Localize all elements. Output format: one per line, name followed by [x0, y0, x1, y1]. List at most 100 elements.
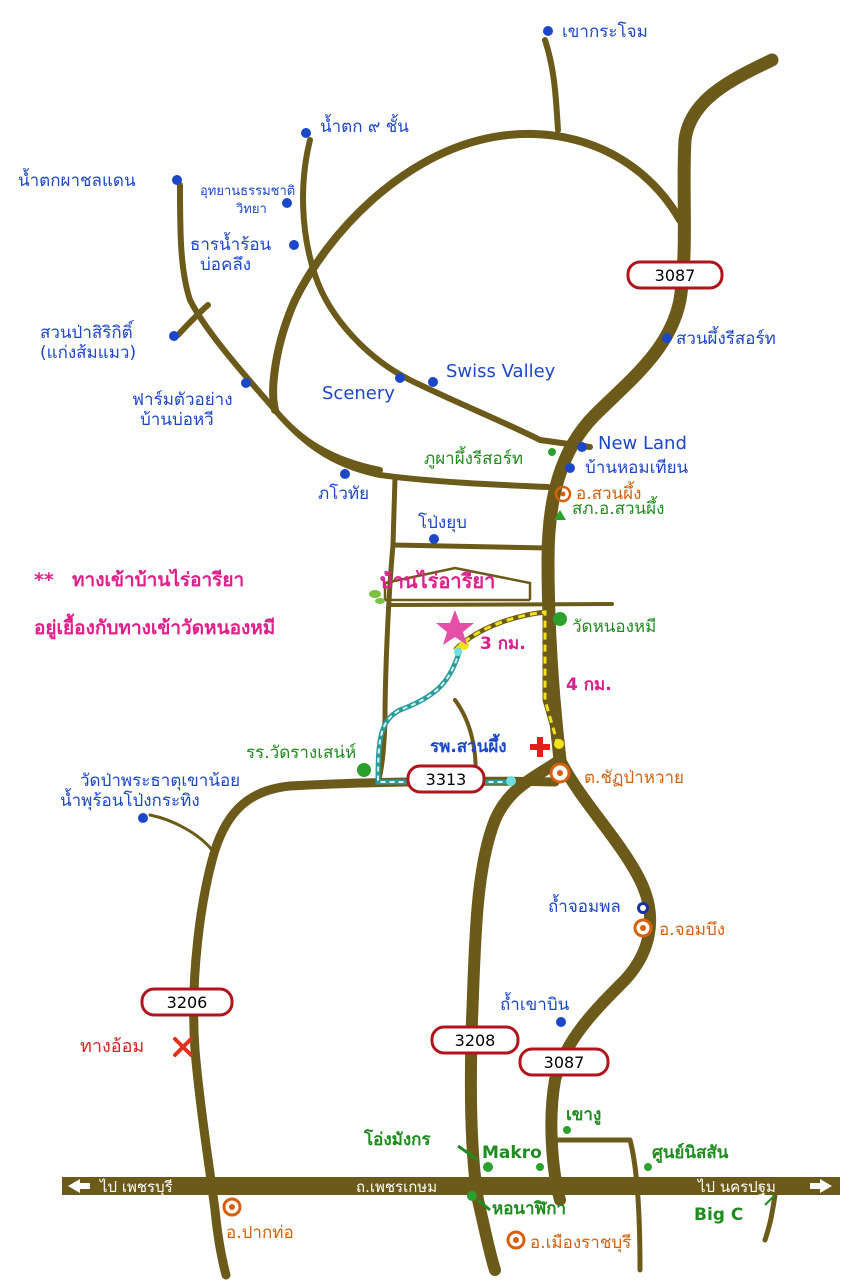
- marker-farm: [241, 378, 251, 388]
- route-point-teal-1: [454, 648, 462, 656]
- label-uthayan-1: อุทยานธรรมชาติ: [200, 184, 295, 199]
- marker-suanphueng-resort: [662, 333, 672, 343]
- label-wat-khaonoi-1: วัดป่าพระธาตุเขาน้อย: [80, 771, 240, 791]
- road-3313: [210, 776, 560, 855]
- label-phachalaen: น้ำตกผาชลแดน: [18, 168, 136, 191]
- label-khao-ngu: เขางู: [566, 1105, 601, 1126]
- label-khao-krajom: เขากระโจม: [562, 21, 648, 42]
- marker-clock-tower: [467, 1191, 477, 1201]
- highway-badge-3206: 3206: [140, 987, 234, 1017]
- label-school: รร.วัดรางเสน่ห์: [246, 743, 356, 763]
- route-yellow-3km: [453, 609, 561, 746]
- label-wat-khaonoi-2: น้ำพุร้อนโป่งกระทิง: [60, 788, 200, 811]
- label-hospital: รพ.สวนผึ้ง: [430, 733, 507, 757]
- road-bigc: [762, 1192, 778, 1243]
- phetkasem-road: [62, 1177, 840, 1195]
- resort-star-icon: [436, 610, 474, 645]
- route-point-yellow-2: [554, 739, 564, 749]
- district-markers: [222, 485, 653, 1250]
- marker-phupha: [548, 448, 556, 456]
- note-entrance-line2: อยู่เยื้องกับทางเข้าวัดหนองหมี: [34, 613, 275, 640]
- marker-police: [554, 510, 566, 520]
- label-hotspring-1: ธารน้ำร้อน: [190, 232, 272, 255]
- label-pong-yub: โป่งยุบ: [418, 512, 467, 533]
- marker-wat-khaonoi: [138, 813, 148, 823]
- marker-khao-ngu: [563, 1126, 571, 1134]
- orange-labels: อ.สวนผึ้ง ต.ชัฏป่าหวาย อ.จอมบึง อ.ปากท่อ…: [226, 481, 725, 1253]
- label-amphoe-muang: อ.เมืองราชบุรี: [530, 1233, 631, 1253]
- road-khaokrajom: [542, 37, 561, 133]
- entrance-note: ** ทางเข้าบ้านไร่อารียา อยู่เยื้องกับทาง…: [34, 568, 275, 640]
- route-teal-dash: [376, 649, 510, 783]
- label-cave-jomphon: ถ้ำจอมพล: [548, 894, 621, 917]
- highway-label: 3087: [544, 1053, 585, 1072]
- marker-wat-nongmee: [553, 612, 567, 626]
- label-police: สภ.อ.สวนผึ้ง: [572, 496, 664, 519]
- note-stars: **: [34, 569, 54, 591]
- marker-swiss-valley: [428, 377, 438, 387]
- highway-badge-3313: 3313: [406, 764, 486, 794]
- marker-khaobin: [556, 1017, 566, 1027]
- green-markers: [357, 448, 652, 1201]
- label-suanpa-1: สวนป่าสิริกิติ์: [40, 320, 135, 343]
- road-3087-north: [541, 53, 779, 767]
- road-network: [62, 37, 840, 1280]
- highway-label: 3208: [455, 1031, 496, 1050]
- marker-makro: [483, 1162, 493, 1172]
- route-teal: [375, 649, 510, 785]
- marker-khao-krajom: [543, 26, 553, 36]
- marker-hotspring: [289, 240, 299, 250]
- marker-jomphon-ring: [640, 905, 646, 911]
- label-phowai: ภโวทัย: [318, 483, 369, 504]
- blue-labels: เขากระโจม น้ำตก ๙ ชั้น น้ำตกผาชลแดน อุทย…: [18, 21, 776, 1015]
- road-nongmee: [388, 602, 614, 607]
- hospital-cross-icon: [530, 737, 550, 757]
- label-swiss-valley: Swiss Valley: [446, 361, 556, 382]
- marker-school: [357, 763, 371, 777]
- label-farm-1: ฟาร์มตัวอย่าง: [132, 390, 233, 410]
- target-icon: [554, 485, 572, 503]
- detour-label: ทางอ้อม: [80, 1036, 144, 1057]
- note-entrance-line1: ทางเข้าบ้านไร่อารียา: [72, 568, 244, 591]
- marker-namtok-9: [301, 128, 311, 138]
- label-scenery: Scenery: [322, 383, 395, 404]
- highway-label: 3313: [426, 770, 467, 789]
- label-farm-2: บ้านบ่อหวี: [140, 410, 214, 430]
- label-amphoe-jombueng: อ.จอมบึง: [659, 920, 725, 940]
- label-suanphueng-resort: สวนผึ้งรีสอร์ท: [676, 326, 776, 349]
- label-nisson: ศูนย์นิสสัน: [652, 1142, 729, 1164]
- road-khaonoi: [148, 813, 214, 852]
- label-clock-tower: หอนาฬิกา: [492, 1199, 566, 1219]
- marker-scenery: [395, 373, 405, 383]
- place-markers: [138, 26, 672, 1027]
- label-phupha: ภูผาผึ้งรีสอร์ท: [424, 446, 523, 469]
- marker-uthayan: [282, 198, 292, 208]
- detour-x-icon: [173, 1037, 193, 1057]
- label-namtok-9: น้ำตก ๙ ชั้น: [320, 114, 409, 137]
- marker-phowai: [340, 469, 350, 479]
- resort-name-label: บ้านไร่อารียา: [380, 569, 495, 593]
- pointer-bigc: [764, 1194, 776, 1206]
- to-nakhonpathom-label: ไป นครปฐม: [697, 1178, 776, 1196]
- marker-nisson: [644, 1163, 652, 1171]
- label-hotspring-2: บ่อคลึง: [200, 255, 251, 275]
- distance-4km-label: 4 กม.: [566, 675, 612, 695]
- west-arrow-icon: [68, 1179, 90, 1193]
- highway-badge-3087-top: 3087: [626, 260, 724, 290]
- highway-label: 3206: [167, 993, 208, 1012]
- green-labels: ภูผาผึ้งรีสอร์ท สภ.อ.สวนผึ้ง วัดหนองหมี …: [246, 446, 743, 1225]
- label-amphoe-suanphueng: อ.สวนผึ้ง: [576, 481, 641, 504]
- label-amphoe-pakthor: อ.ปากท่อ: [226, 1223, 294, 1243]
- marker-new-land: [577, 442, 587, 452]
- road-3087-south: [545, 754, 657, 1206]
- route-point-yellow-1: [459, 640, 469, 650]
- route-point-teal-2: [506, 776, 516, 786]
- label-new-land: New Land: [598, 433, 687, 454]
- marker-homthian: [565, 463, 575, 473]
- label-uthayan-2: วิทยา: [235, 202, 266, 217]
- label-ong-mangkon: โอ่งมังกร: [363, 1129, 431, 1150]
- road-3206: [189, 845, 231, 1280]
- marker-ong-mangkon: [536, 1163, 544, 1171]
- target-icon: [506, 1230, 526, 1250]
